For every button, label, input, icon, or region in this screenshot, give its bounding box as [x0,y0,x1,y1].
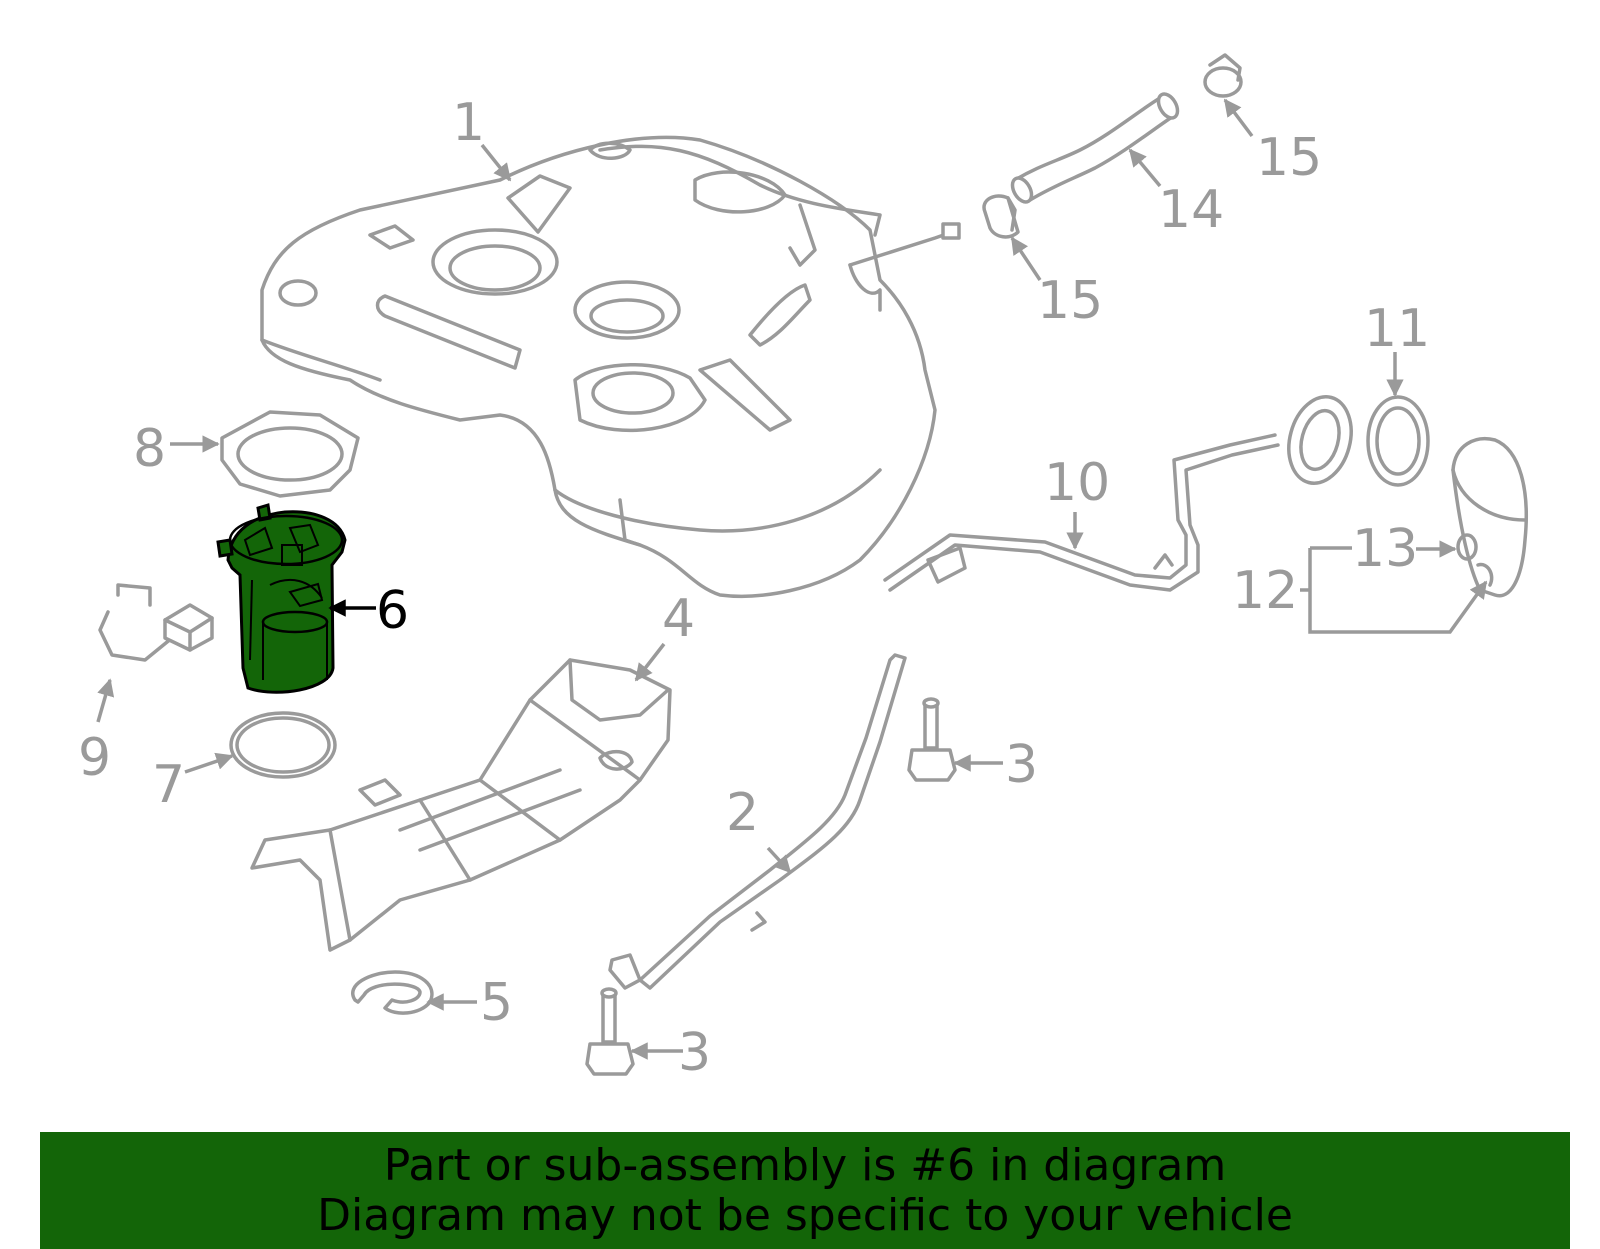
wiring-harness [98,583,214,662]
callout-6: 6 [376,581,409,641]
callout-5: 5 [480,973,513,1033]
info-banner: Part or sub-assembly is #6 in diagram Di… [40,1132,1570,1249]
leader-7 [184,752,234,774]
fuel-tank [260,135,961,598]
fuel-tank-strap [608,653,907,990]
vent-hose [1010,92,1180,204]
callout-15-upper: 15 [1256,128,1322,188]
callout-15-lower: 15 [1037,271,1103,331]
callout-13: 13 [1352,519,1418,579]
leader-9 [96,678,115,723]
cap-washer [1456,533,1478,561]
gasket [229,711,337,779]
callout-1: 1 [452,93,485,153]
callout-4: 4 [662,589,695,649]
leader-15b [1010,236,1042,281]
leader-1 [480,143,512,182]
fuel-pump-module [216,503,347,694]
leader-14 [1128,148,1162,188]
hose-clamp-upper [1203,53,1243,98]
callout-10: 10 [1044,453,1110,513]
heat-shield [250,658,672,952]
callout-2: 2 [726,783,759,843]
callout-14: 14 [1158,180,1224,240]
callout-8: 8 [133,419,166,479]
banner-line-1: Part or sub-assembly is #6 in diagram [383,1139,1227,1191]
banner-line-2: Diagram may not be specific to your vehi… [317,1189,1293,1241]
filler-gasket [1366,395,1430,487]
gasket-inner [235,716,331,774]
filler-tube [883,395,1353,592]
lock-ring [220,410,360,498]
callout-11: 11 [1364,299,1430,359]
bolt-upper [907,697,957,782]
leader-2 [766,846,792,874]
clip [351,970,434,1015]
leader-15a [1223,98,1254,138]
bolt-lower [585,987,635,1076]
leader-4 [634,642,666,682]
fuel-cap [1451,437,1528,598]
callout-12: 12 [1232,561,1298,621]
leader-12 [1300,548,1486,634]
callout-3-upper: 3 [1005,735,1038,795]
hose-clamp-lower [982,194,1020,239]
callout-3-lower: 3 [678,1023,711,1083]
filler-gasket-inner [1375,406,1421,476]
callout-7: 7 [152,755,185,815]
callout-9: 9 [78,728,111,788]
